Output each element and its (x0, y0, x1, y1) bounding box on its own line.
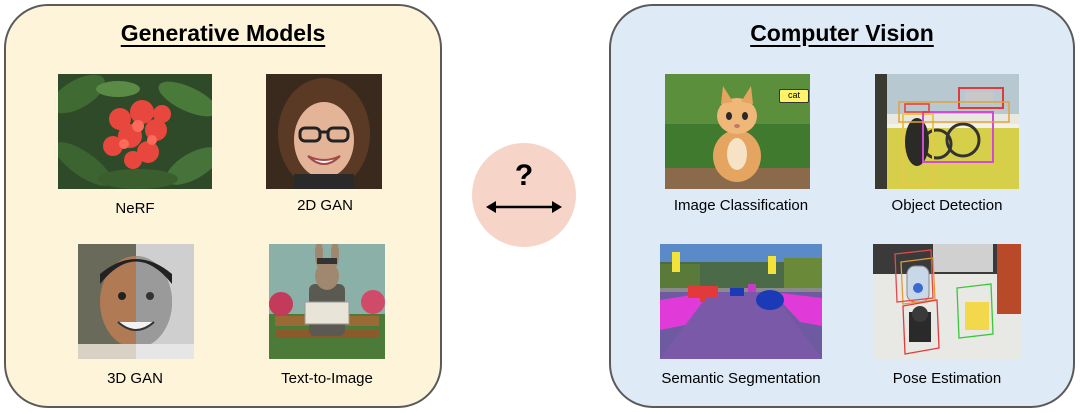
question-mark: ? (514, 159, 534, 192)
nerf-caption: NeRF (115, 200, 155, 217)
nerf-flower-image (58, 74, 212, 189)
semantic-segmentation-image (660, 244, 822, 359)
text-to-image-caption: Text-to-Image (281, 370, 373, 387)
generative-models-panel: Generative Models (4, 4, 442, 408)
text-to-image-rabbit-image (269, 244, 385, 359)
relation-circle: ? (472, 143, 576, 247)
pose-estimation-image (873, 244, 1021, 359)
semantic-segmentation-caption: Semantic Segmentation (661, 370, 821, 387)
double-headed-arrow-icon (486, 201, 562, 213)
object-detection-caption: Object Detection (891, 197, 1003, 214)
pose-estimation-caption: Pose Estimation (892, 370, 1002, 387)
generative-models-title: Generative Models (120, 20, 326, 46)
2d-gan-caption: 2D GAN (297, 197, 353, 214)
3d-gan-face-image (78, 244, 194, 359)
3d-gan-caption: 3D GAN (107, 370, 163, 387)
2d-gan-portrait-image (266, 74, 382, 189)
cat-label-tag: cat (779, 89, 809, 103)
image-classification-caption: Image Classification (673, 197, 809, 214)
object-detection-image (875, 74, 1019, 189)
computer-vision-title: Computer Vision (750, 20, 934, 46)
